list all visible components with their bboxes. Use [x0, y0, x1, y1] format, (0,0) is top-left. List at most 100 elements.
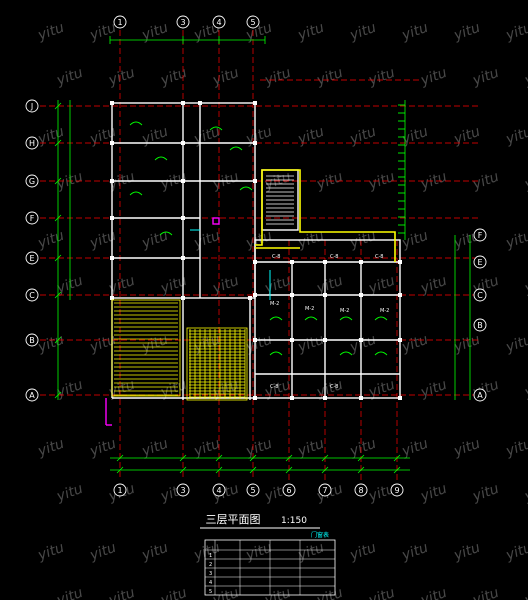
dim-tick	[54, 336, 62, 344]
axis-bubble-label: 8	[358, 486, 363, 495]
door-swing	[229, 146, 243, 151]
stair-outline	[186, 327, 248, 401]
watermark-text: yitu	[35, 20, 66, 44]
axis-bubble-label: B	[29, 336, 35, 345]
watermark-text: yitu	[191, 332, 222, 356]
watermark-text: yitu	[295, 540, 326, 564]
watermark-text: yitu	[503, 332, 528, 356]
dim-tick	[54, 254, 62, 262]
watermark-text: yitu	[503, 124, 528, 148]
column	[253, 293, 257, 297]
axis-bubble: 1	[113, 15, 127, 29]
axis-bubble-label: H	[29, 139, 35, 148]
watermark-text: yitu	[347, 540, 378, 564]
watermark-text: yitu	[158, 273, 189, 297]
axis-bubble: J	[25, 99, 39, 113]
watermark-text: yitu	[243, 124, 274, 148]
axis-bubble: 5	[246, 15, 260, 29]
dimension-ticks	[54, 102, 401, 474]
axis-bubble-label: F	[30, 214, 35, 223]
dim-tick	[54, 214, 62, 222]
axis-bubble: 9	[390, 483, 404, 497]
dim-tick	[249, 466, 257, 474]
legend-row-index: 3	[209, 571, 212, 577]
watermark-text: yitu	[451, 332, 482, 356]
door-swing	[304, 316, 318, 321]
dim-tick	[321, 466, 329, 474]
watermark-text: yitu	[522, 65, 528, 89]
axis-bubble: 7	[318, 483, 332, 497]
watermark-text: yitu	[139, 228, 170, 252]
axis-bubble-label: 5	[250, 18, 255, 27]
watermark-text: yitu	[243, 332, 274, 356]
door-swing	[269, 351, 283, 356]
watermark-text: yitu	[106, 585, 137, 600]
watermark-text: yitu	[139, 436, 170, 460]
column	[181, 256, 185, 260]
watermark-text: yitu	[503, 540, 528, 564]
axis-bubble: H	[25, 136, 39, 150]
axis-bubble-label: A	[477, 391, 483, 400]
dim-tick	[393, 454, 401, 462]
watermark-text: yitu	[451, 124, 482, 148]
axis-bubble: C	[473, 288, 487, 302]
watermark-text: yitu	[399, 436, 430, 460]
dim-tick	[321, 454, 329, 462]
column	[323, 396, 327, 400]
room-label: C-8	[330, 384, 338, 390]
watermark-text: yitu	[106, 273, 137, 297]
axis-bubble: F	[473, 228, 487, 242]
column	[110, 179, 114, 183]
column	[398, 396, 402, 400]
axis-bubble-label: 4	[216, 486, 221, 495]
column	[198, 101, 202, 105]
door-swing	[129, 121, 143, 126]
axis-bubble: C	[25, 288, 39, 302]
column	[359, 260, 363, 264]
column	[290, 293, 294, 297]
column	[253, 101, 257, 105]
dim-tick	[54, 139, 62, 147]
watermark-text: yitu	[262, 65, 293, 89]
watermark-text: yitu	[418, 481, 449, 505]
column	[253, 396, 257, 400]
axis-bubble-label: 5	[250, 486, 255, 495]
door-swing	[269, 316, 283, 321]
axis-bubble-label: C	[29, 291, 35, 300]
watermark-text: yitu	[35, 540, 66, 564]
watermark-text: yitu	[451, 20, 482, 44]
column	[398, 293, 402, 297]
room-label: C-8	[375, 254, 383, 260]
axis-bubble-label: 3	[180, 486, 185, 495]
watermark-text: yitu	[470, 481, 501, 505]
stair-outline	[111, 299, 181, 397]
watermark-text: yitu	[262, 273, 293, 297]
axis-bubble: 3	[176, 15, 190, 29]
axis-bubble-label: G	[29, 177, 35, 186]
room-label: C-8	[270, 384, 278, 390]
watermark-text: yitu	[210, 273, 241, 297]
axis-bubble: A	[25, 388, 39, 402]
dim-tick	[54, 391, 62, 399]
drawing-title: 三层平面图	[206, 513, 261, 526]
axis-bubble: 3	[176, 483, 190, 497]
cyan-accents	[190, 229, 271, 300]
drawing-scale: 1:150	[281, 516, 307, 526]
legend-row-index: 4	[209, 580, 212, 586]
watermark-text: yitu	[35, 228, 66, 252]
dim-tick	[179, 466, 187, 474]
watermark-text: yitu	[35, 124, 66, 148]
watermark-text: yitu	[243, 540, 274, 564]
dim-tick	[285, 466, 293, 474]
column	[253, 338, 257, 342]
watermark-text: yitu	[347, 124, 378, 148]
axis-bubble-label: E	[29, 254, 34, 263]
door-swing	[339, 316, 353, 321]
highlight-outline	[255, 169, 396, 262]
axis-bubble-label: 6	[286, 486, 291, 495]
watermark-text: yitu	[191, 540, 222, 564]
axis-bubble: 6	[282, 483, 296, 497]
watermark-text: yitu	[522, 273, 528, 297]
